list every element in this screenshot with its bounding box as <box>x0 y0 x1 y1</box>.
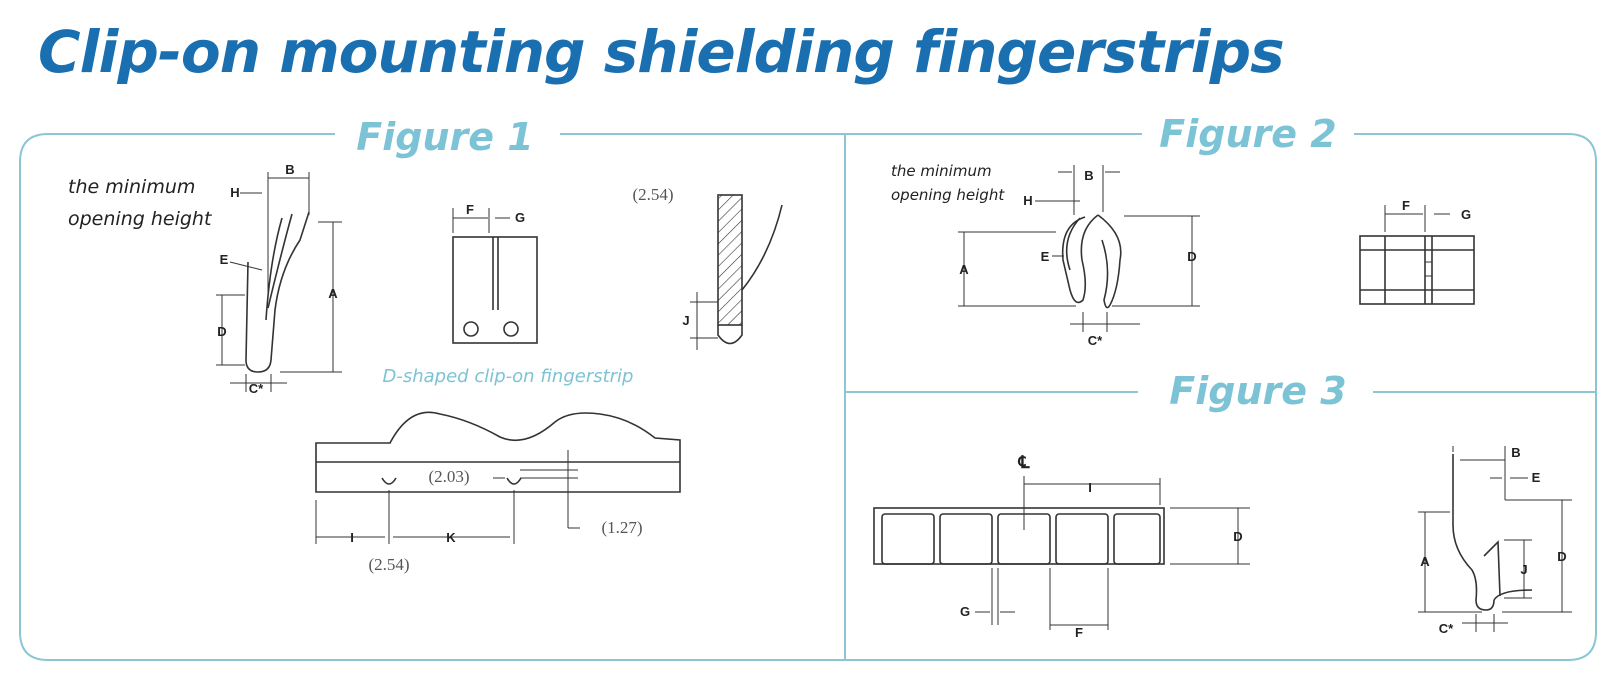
figure3-dim-G: G <box>960 604 970 619</box>
figure1-dim-C: C* <box>249 381 264 396</box>
figure3-dim-CL: ℄ <box>1018 453 1031 472</box>
figure3-side-profile <box>1418 446 1572 632</box>
figure1-side-profile <box>216 172 342 392</box>
figure3-label: Figure 3 <box>1169 369 1346 413</box>
figure3-dim-A: A <box>1420 554 1430 569</box>
figure1-group: the minimum opening height B H E A D <box>68 162 783 574</box>
figure1-dim-G: G <box>515 210 525 225</box>
figure2-label: Figure 2 <box>1159 112 1336 156</box>
figure1-dim-H: H <box>230 185 239 200</box>
figure1-caption: D-shaped clip-on fingerstrip <box>383 366 634 387</box>
figure2-dim-D: D <box>1187 249 1196 264</box>
figure2-dim-C: C* <box>1088 333 1103 348</box>
figure3-strip-view <box>873 476 1250 630</box>
figure3-dim-F: F <box>1075 625 1083 640</box>
figure3-dim-D2: D <box>1557 549 1566 564</box>
figure3-group: ℄ I D G F B E A J <box>873 445 1572 640</box>
figure2-dim-A: A <box>959 262 969 277</box>
figure1-note-line2: opening height <box>68 208 213 230</box>
figure1-dim-I: I <box>350 530 354 545</box>
figure2-front-view <box>1359 205 1475 305</box>
figure1-label: Figure 1 <box>356 115 533 159</box>
figure2-note-line1: the minimum <box>891 162 992 180</box>
figure2-dim-H: H <box>1023 193 1032 208</box>
figure1-measure-203: (2.03) <box>428 467 469 486</box>
figure3-dim-D: D <box>1233 529 1242 544</box>
figure1-dim-F: F <box>466 202 474 217</box>
figure1-strip-view <box>315 411 681 544</box>
figure1-front-view <box>452 208 538 344</box>
figure2-group: the minimum opening height B H A E D <box>891 162 1475 348</box>
figure1-measure-254-top: (2.54) <box>632 185 673 204</box>
figure3-dim-B: B <box>1511 445 1520 460</box>
figure3-dim-J: J <box>1520 562 1527 577</box>
figure2-dim-B: B <box>1084 168 1093 183</box>
frame <box>19 133 1597 661</box>
figure2-side-profile <box>958 165 1200 332</box>
figure3-dim-C: C* <box>1439 621 1454 636</box>
figure1-dim-B: B <box>285 162 294 177</box>
figure1-dim-K: K <box>446 530 456 545</box>
figure1-dim-E: E <box>220 252 229 267</box>
figure1-measure-254-bottom: (2.54) <box>368 555 409 574</box>
figure1-dim-A: A <box>328 286 338 301</box>
figure2-dim-F: F <box>1402 198 1410 213</box>
figure2-note-line2: opening height <box>891 186 1005 204</box>
figure1-measure-127: (1.27) <box>601 518 642 537</box>
figure2-dim-E: E <box>1041 249 1050 264</box>
figure1-dim-D: D <box>217 324 226 339</box>
figure1-dim-J: J <box>682 313 689 328</box>
figure2-dim-G: G <box>1461 207 1471 222</box>
figure1-cross-section <box>690 194 783 350</box>
figure3-dim-E: E <box>1532 470 1541 485</box>
figure3-dim-I: I <box>1088 480 1092 495</box>
page-title: Clip-on mounting shielding fingerstrips <box>38 18 1285 86</box>
figure1-note-line1: the minimum <box>68 176 195 198</box>
